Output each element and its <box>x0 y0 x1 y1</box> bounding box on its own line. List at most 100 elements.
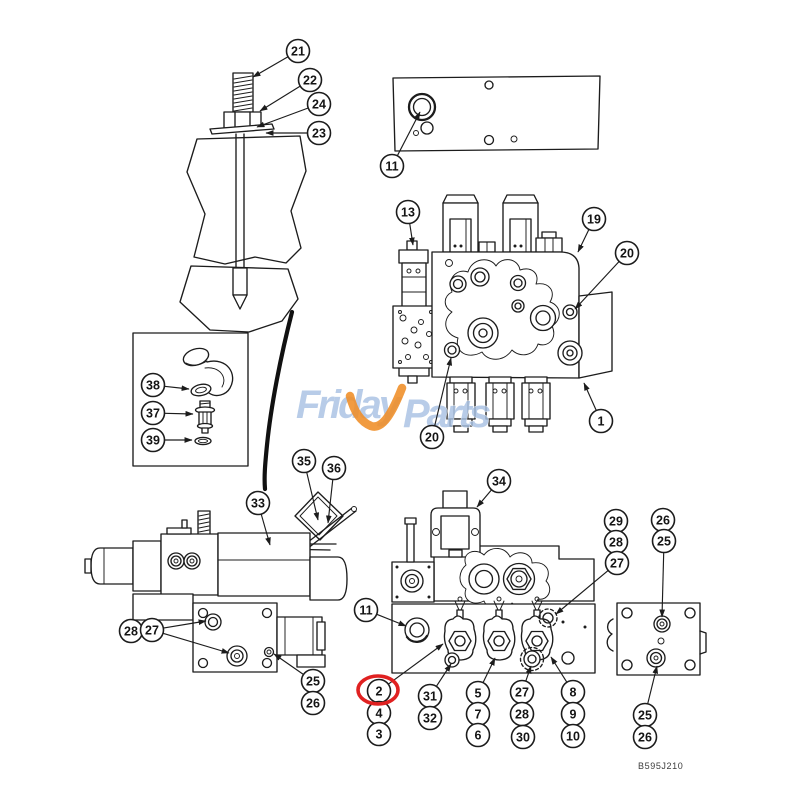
gasket-plate <box>392 305 437 369</box>
callout-number: 24 <box>312 98 326 112</box>
valve-spool-fittings <box>446 376 551 433</box>
callout-20-9: 20 <box>419 357 453 450</box>
callout-circle <box>379 153 405 179</box>
leader-line <box>396 111 421 157</box>
cable-curve <box>262 309 295 492</box>
seal-ring-upper-27 <box>538 608 558 628</box>
callout-circle <box>614 240 640 266</box>
callout-10-35: 10 <box>560 723 586 749</box>
callout-number: 8 <box>570 686 577 700</box>
callout-20-7: 20 <box>574 240 640 310</box>
callout-29-36: 29 <box>603 508 629 534</box>
callout-number: 11 <box>385 160 398 174</box>
valve-ports <box>443 259 583 366</box>
callout-circle <box>245 490 271 516</box>
leader-line <box>260 513 271 546</box>
plain-hole <box>561 651 575 665</box>
callout-circle <box>604 550 630 576</box>
callout-9-34: 9 <box>560 701 586 727</box>
callout-5-27: 5 <box>465 657 496 706</box>
callout-37-11: 37 <box>140 400 194 426</box>
callout-26-39: 26 <box>650 507 676 533</box>
figure-code: B595J210 <box>638 761 683 771</box>
relief-fitting-2 <box>482 596 516 661</box>
left-cylinder <box>90 547 134 585</box>
callout-circle <box>581 206 607 232</box>
callout-number: 38 <box>146 379 160 393</box>
leader-line <box>164 385 190 392</box>
callout-number: 28 <box>124 625 138 639</box>
callout-8-33: 8 <box>550 656 586 705</box>
callout-32-26: 32 <box>417 705 443 731</box>
callout-number: 5 <box>475 687 482 701</box>
inset-box-frame <box>132 332 249 467</box>
leader-line <box>550 656 568 683</box>
callout-6-29: 6 <box>465 722 491 748</box>
callout-19-6: 19 <box>577 206 607 253</box>
callout-number: 20 <box>425 431 439 445</box>
callout-24-2: 24 <box>256 91 332 128</box>
pilot-small-port <box>263 646 275 658</box>
side-tab <box>699 630 707 655</box>
grease-fitting <box>194 400 216 434</box>
callout-number: 7 <box>475 708 482 722</box>
callout-13-5: 13 <box>395 199 421 246</box>
callout-number: 22 <box>303 74 317 88</box>
pilot-solenoid-valve <box>392 240 437 384</box>
callout-1-8: 1 <box>583 382 614 434</box>
callout-circle <box>486 468 512 494</box>
callout-circle <box>560 723 586 749</box>
main-control-valve <box>392 194 613 433</box>
leader-line <box>525 665 532 682</box>
callout-11-21: 11 <box>353 597 407 627</box>
callout-circle <box>291 448 317 474</box>
callout-39-12: 39 <box>140 427 193 453</box>
callout-circle <box>140 372 166 398</box>
callout-34-20: 34 <box>476 468 512 508</box>
callout-36-14: 36 <box>321 455 347 524</box>
callout-number: 4 <box>376 707 383 721</box>
callout-number: 28 <box>515 708 529 722</box>
callout-number: 20 <box>620 247 634 261</box>
callout-number: 36 <box>327 462 341 476</box>
callout-number: 6 <box>475 729 482 743</box>
callout-number: 1 <box>598 415 605 429</box>
callout-27-30: 27 <box>509 665 535 705</box>
callout-circle <box>417 705 443 731</box>
callout-38-10: 38 <box>140 372 190 398</box>
retainer-clip <box>606 618 614 652</box>
callout-27-38: 27 <box>555 550 630 615</box>
leader-line <box>252 56 289 78</box>
callout-circle <box>306 91 332 117</box>
thread-hatch <box>233 75 253 112</box>
callout-21-0: 21 <box>252 38 311 78</box>
callout-circle <box>651 528 677 554</box>
leader-line <box>659 552 666 618</box>
pin <box>406 522 415 563</box>
callout-number: 34 <box>492 475 506 489</box>
leader-line <box>163 619 207 629</box>
callout-circle <box>285 38 311 64</box>
callout-number: 31 <box>423 690 437 704</box>
callout-number: 3 <box>376 728 383 742</box>
pilot-valve-assembly <box>84 491 357 673</box>
control-valve-assembly <box>391 490 596 674</box>
callout-3-24: 3 <box>366 721 392 747</box>
relief-fitting-1 <box>443 596 477 661</box>
callout-number: 19 <box>587 213 601 227</box>
callout-number: 27 <box>515 686 529 700</box>
callout-circle <box>588 408 614 434</box>
dust-cap <box>182 347 234 397</box>
callout-circle <box>465 722 491 748</box>
callout-28-31: 28 <box>509 701 535 727</box>
callout-circle <box>321 455 347 481</box>
leader-line <box>164 410 194 417</box>
callout-circle <box>306 120 332 146</box>
callout-circle <box>366 721 392 747</box>
callout-number: 27 <box>145 624 159 638</box>
callout-22-1: 22 <box>259 67 323 112</box>
callout-25-18: 25 <box>273 653 326 694</box>
